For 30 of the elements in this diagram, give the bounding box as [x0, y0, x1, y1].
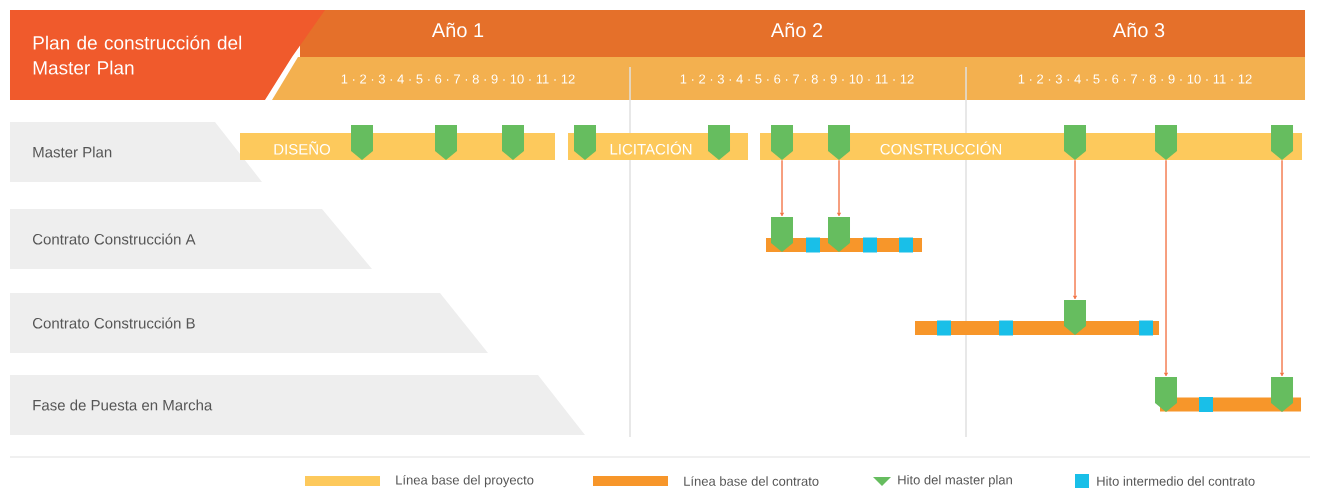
milestone-marker	[1271, 377, 1293, 412]
row-label: Contrato Construcción B	[10, 293, 488, 353]
arrow	[1073, 159, 1077, 300]
month-numbers: 1 · 2 · 3 · 4 · 5 · 6 · 7 · 8 · 9 · 10 · 11 · 12	[1018, 74, 1252, 84]
row-label: Fase de Puesta en Marcha	[10, 375, 585, 435]
arrow	[1164, 159, 1168, 377]
row-label: Contrato Construcción A	[10, 209, 372, 269]
milestone-marker	[1155, 377, 1177, 412]
year-label: Año 1	[431, 22, 484, 38]
month-numbers: 1 · 2 · 3 · 4 · 5 · 6 · 7 · 8 · 9 · 10 · 11 · 12	[341, 74, 575, 84]
arrow	[837, 159, 841, 217]
milestone-marker	[1064, 300, 1086, 335]
arrow	[780, 159, 784, 217]
row-label: Master Plan	[10, 122, 262, 182]
year-label: Año 3	[1112, 22, 1165, 38]
arrow	[1280, 159, 1284, 377]
year-label: Año 2	[770, 22, 823, 38]
milestone-marker	[1155, 125, 1177, 160]
milestone-marker	[828, 125, 850, 160]
milestone-marker	[771, 217, 793, 252]
legend-label: Hito del master plan	[898, 474, 1012, 488]
month-numbers: 1 · 2 · 3 · 4 · 5 · 6 · 7 · 8 · 9 · 10 · 11 · 12	[680, 74, 914, 84]
legend-label: Línea base del contrato	[684, 476, 819, 486]
milestone-marker	[1271, 125, 1293, 160]
title-box: Plan de construcción del Master Plan	[10, 10, 325, 100]
milestone-marker	[771, 125, 793, 160]
milestone-marker	[828, 217, 850, 252]
milestone-marker	[1064, 125, 1086, 160]
legend-label: Hito intermedio del contrato	[1097, 476, 1255, 486]
legend-label: Línea base del proyecto	[396, 474, 534, 488]
